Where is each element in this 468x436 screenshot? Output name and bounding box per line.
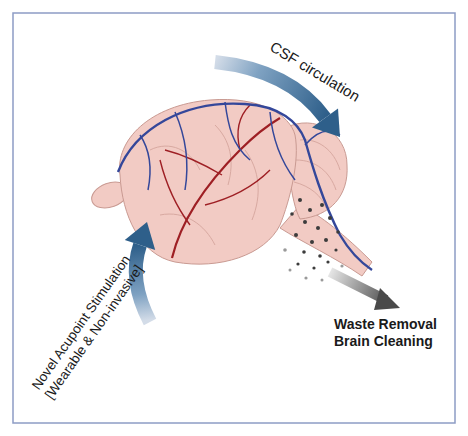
waste-arrow bbox=[330, 272, 400, 310]
frame bbox=[13, 13, 455, 423]
outcome-label: Waste Removal Brain Cleaning bbox=[334, 316, 452, 350]
